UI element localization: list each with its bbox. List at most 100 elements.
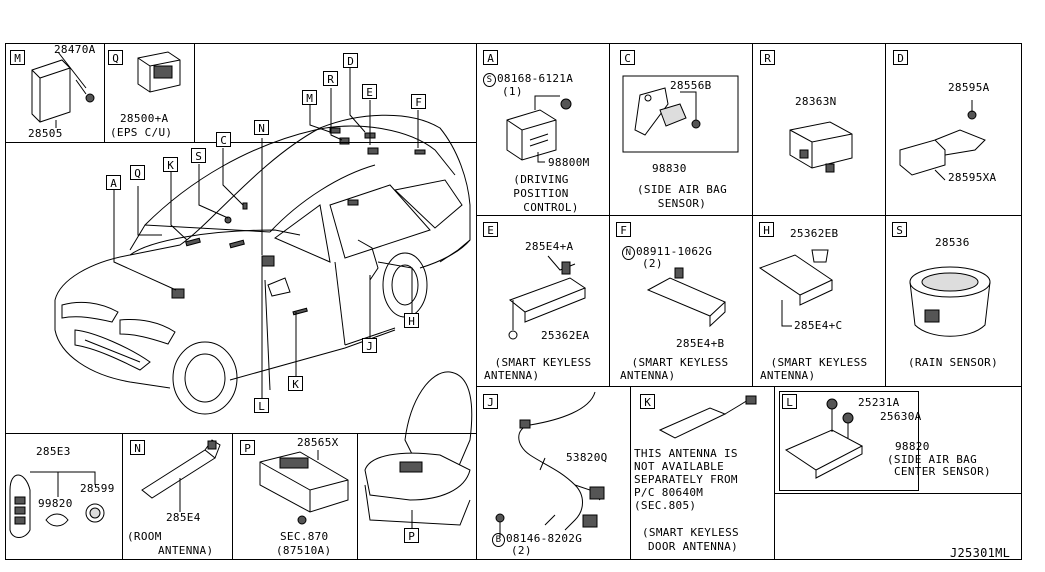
panel-key-c: C bbox=[620, 50, 635, 65]
panel-key-p: P bbox=[240, 440, 255, 455]
part-number-285e4c: 285E4+C bbox=[794, 319, 843, 332]
panel-key-j: J bbox=[483, 394, 498, 409]
diagram-code: J25301ML bbox=[950, 546, 1011, 560]
callout-k-upper[interactable]: K bbox=[163, 157, 178, 172]
panel-key-f: F bbox=[616, 222, 631, 237]
part-285e4-illustration bbox=[141, 439, 221, 512]
part-number-28595xa: 28595XA bbox=[948, 171, 997, 184]
note-line-1: THIS ANTENNA IS bbox=[634, 447, 738, 460]
panel-key-q: Q bbox=[108, 50, 123, 65]
part-number-98800m: 98800M bbox=[548, 156, 590, 169]
seat-illustration bbox=[364, 371, 473, 528]
part-k-antenna-illustration bbox=[658, 395, 757, 439]
caption-antenna-n: ANTENNA) bbox=[158, 544, 214, 557]
part-number-25231a: 25231A bbox=[858, 396, 900, 409]
part-number-08911-1062g: 08911-1062G bbox=[636, 245, 713, 258]
panel-r-frame bbox=[752, 43, 886, 216]
panel-key-r: R bbox=[760, 50, 775, 65]
part-number-08168-6121a: 08168-6121A bbox=[497, 72, 574, 85]
caption-eps-cu: (EPS C/U) bbox=[110, 126, 173, 139]
note-line-3: SEPARATELY FROM bbox=[634, 473, 738, 486]
part-number-285e3: 285E3 bbox=[36, 445, 71, 458]
callout-q[interactable]: Q bbox=[130, 165, 145, 180]
caption-driving: (DRIVING bbox=[513, 173, 569, 186]
part-number-28470a: 28470A bbox=[54, 43, 96, 56]
caption-side-air-bag-l: (SIDE AIR BAG bbox=[887, 453, 977, 466]
callout-d[interactable]: D bbox=[343, 53, 358, 68]
nut-symbol-n: N bbox=[622, 246, 635, 260]
part-number-98830: 98830 bbox=[652, 162, 687, 175]
part-number-98820: 98820 bbox=[895, 440, 930, 453]
caption-smart-keyless-f: (SMART KEYLESS bbox=[631, 356, 729, 369]
panel-key-d: D bbox=[893, 50, 908, 65]
panel-overview-frame bbox=[5, 142, 477, 434]
quantity-f: (2) bbox=[642, 257, 663, 270]
quantity-j: (2) bbox=[511, 544, 532, 557]
caption-center-sensor: CENTER SENSOR) bbox=[894, 465, 991, 478]
panel-p-frame bbox=[232, 433, 358, 560]
callout-l[interactable]: L bbox=[254, 398, 269, 413]
part-28595xa-illustration bbox=[899, 100, 986, 181]
part-number-28500a: 28500+A bbox=[120, 112, 169, 125]
part-number-285e4: 285E4 bbox=[166, 511, 201, 524]
part-285e4a-illustration bbox=[508, 255, 587, 340]
caption-antenna-f: ANTENNA) bbox=[620, 369, 676, 382]
panel-l-frame bbox=[774, 386, 1022, 494]
panel-key-m: M bbox=[10, 50, 25, 65]
bolt-symbol-s: S bbox=[483, 73, 496, 87]
part-number-28363n: 28363N bbox=[795, 95, 837, 108]
part-number-285e4a: 285E4+A bbox=[525, 240, 574, 253]
part-28536-illustration bbox=[909, 266, 991, 337]
callout-j[interactable]: J bbox=[362, 338, 377, 353]
part-number-285e4b: 285E4+B bbox=[676, 337, 725, 350]
caption-position: POSITION bbox=[513, 187, 569, 200]
callout-n[interactable]: N bbox=[254, 120, 269, 135]
part-number-28595a: 28595A bbox=[948, 81, 990, 94]
part-number-25362eb: 25362EB bbox=[790, 227, 839, 240]
callout-h[interactable]: H bbox=[404, 313, 419, 328]
part-number-99820: 99820 bbox=[38, 497, 73, 510]
key-fob-illustration bbox=[9, 471, 105, 538]
callout-c[interactable]: C bbox=[216, 132, 231, 147]
section-87510a: (87510A) bbox=[276, 544, 332, 557]
part-28363n-illustration bbox=[789, 121, 853, 173]
section-870: SEC.870 bbox=[280, 530, 329, 543]
bolt-symbol-b: B bbox=[492, 533, 505, 547]
caption-door-antenna: DOOR ANTENNA) bbox=[648, 540, 738, 553]
panel-key-e: E bbox=[483, 222, 498, 237]
part-number-28556b: 28556B bbox=[670, 79, 712, 92]
part-number-28565x: 28565X bbox=[297, 436, 339, 449]
panel-key-a: A bbox=[483, 50, 498, 65]
callout-p[interactable]: P bbox=[404, 528, 419, 543]
part-28500a-illustration bbox=[137, 51, 181, 93]
caption-smart-keyless-h: (SMART KEYLESS bbox=[770, 356, 868, 369]
callout-f[interactable]: F bbox=[411, 94, 426, 109]
panel-key-k: K bbox=[640, 394, 655, 409]
panel-key-n: N bbox=[130, 440, 145, 455]
callout-s[interactable]: S bbox=[191, 148, 206, 163]
part-number-25362ea: 25362EA bbox=[541, 329, 590, 342]
callout-e[interactable]: E bbox=[362, 84, 377, 99]
part-number-28536: 28536 bbox=[935, 236, 970, 249]
caption-sensor: SENSOR) bbox=[657, 197, 707, 210]
callout-m[interactable]: M bbox=[302, 90, 317, 105]
caption-antenna-e: ANTENNA) bbox=[484, 369, 540, 382]
panel-l-inner-frame bbox=[779, 391, 919, 491]
quantity-a: (1) bbox=[502, 85, 523, 98]
part-number-28599: 28599 bbox=[80, 482, 115, 495]
part-number-08146-8202g: 08146-8202G bbox=[506, 532, 583, 545]
caption-antenna-h: ANTENNA) bbox=[760, 369, 816, 382]
part-number-25630a: 25630A bbox=[880, 410, 922, 423]
caption-side-air-bag: (SIDE AIR BAG bbox=[637, 183, 727, 196]
callout-r[interactable]: R bbox=[323, 71, 338, 86]
callout-k-lower[interactable]: K bbox=[288, 376, 303, 391]
caption-smart-keyless-k: (SMART KEYLESS bbox=[642, 526, 739, 539]
note-line-4: P/C 80640M bbox=[634, 486, 704, 499]
part-285e4c-illustration bbox=[758, 249, 834, 327]
panel-key-s: S bbox=[892, 222, 907, 237]
caption-control: CONTROL) bbox=[523, 201, 579, 214]
part-number-53820q: 53820Q bbox=[566, 451, 608, 464]
part-98830-illustration bbox=[622, 75, 739, 153]
note-line-5: (SEC.805) bbox=[634, 499, 697, 512]
callout-a[interactable]: A bbox=[106, 175, 121, 190]
